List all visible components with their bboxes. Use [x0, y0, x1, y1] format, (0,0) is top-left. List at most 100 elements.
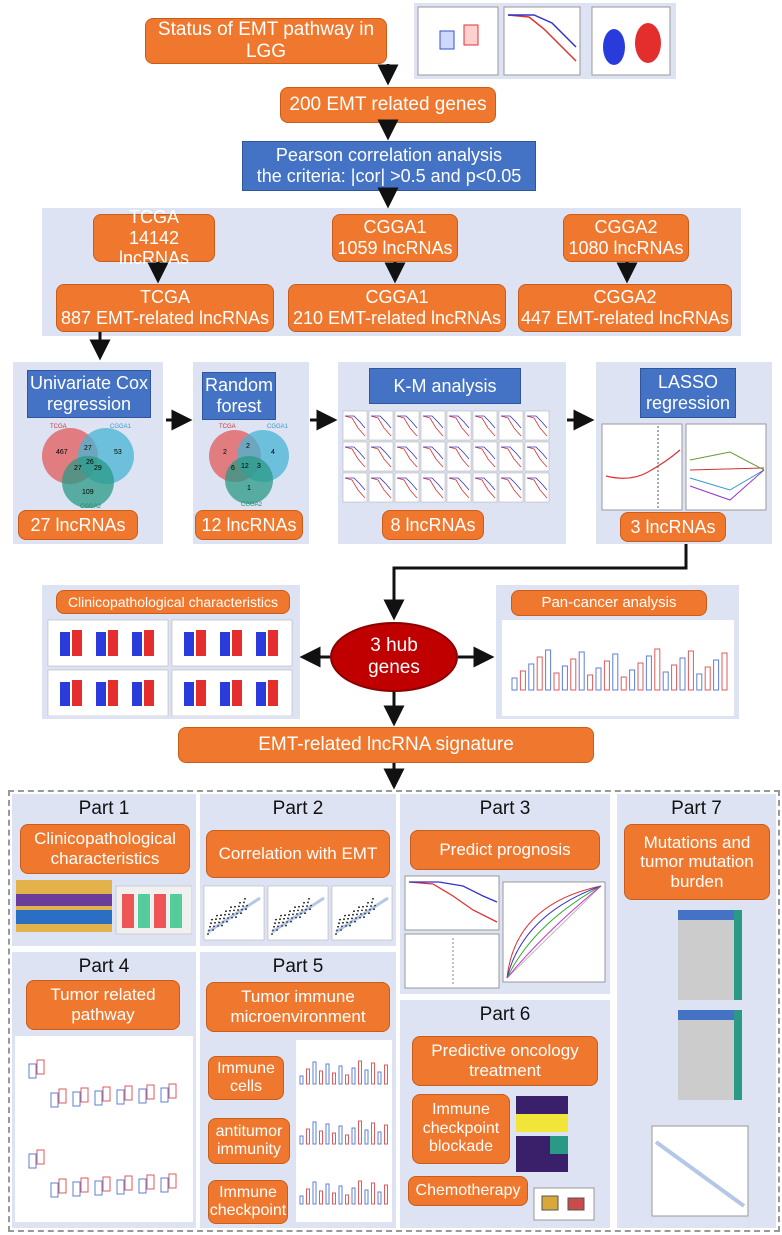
scatter-point	[307, 901, 309, 904]
part3-label: Predict prognosis	[410, 830, 600, 870]
pathway-box-low	[94, 1180, 103, 1196]
pancancer-box	[545, 649, 552, 691]
scatter-point	[216, 914, 218, 917]
scatter-point	[373, 908, 375, 911]
scatter-point	[281, 925, 283, 927]
scatter-point	[366, 905, 368, 908]
scatter-point	[367, 901, 369, 904]
clinical-dot-cloud-a	[60, 632, 70, 656]
immune-box	[371, 1122, 375, 1145]
scatter-point	[301, 909, 303, 911]
venn2-label-a: TCGA	[219, 424, 236, 430]
scatter-point	[302, 905, 304, 908]
part1-title: Part 1	[78, 798, 130, 819]
venn1-n2: 27	[84, 445, 92, 452]
pathway-box-low	[72, 1091, 81, 1107]
clinical-label: Clinicopathological characteristics	[56, 590, 290, 614]
clinical-dot-cloud-a	[60, 682, 70, 706]
km-curve-low	[475, 415, 496, 429]
scatter-point	[365, 909, 367, 911]
clinical-dot-cloud-a	[184, 632, 194, 656]
immune-box	[319, 1070, 323, 1085]
pathway-box-high	[168, 1173, 177, 1189]
scatter-point	[289, 910, 291, 913]
clinical-dot-cloud-a	[256, 682, 266, 706]
pathway-box-low	[138, 1088, 147, 1104]
scatter-point	[231, 916, 233, 919]
scatter-point	[348, 914, 350, 917]
scatter-point	[210, 922, 212, 925]
immune-box	[306, 1188, 310, 1205]
part1-label: Clinicopathological characteristics	[20, 824, 190, 874]
scatter-point	[353, 910, 355, 913]
scatter-fit-line	[271, 896, 325, 934]
scatter-point	[287, 917, 289, 920]
km-curve-high	[344, 446, 366, 468]
pancancer-box	[511, 677, 518, 691]
km-curve-low	[371, 446, 392, 460]
scatter-point	[230, 906, 232, 909]
scatter-point	[340, 929, 342, 931]
rf-title: Random forest	[202, 372, 276, 420]
pathway-box-high	[168, 1083, 177, 1099]
cgga1-total-box: CGGA1 1059 lncRNAs	[332, 214, 458, 262]
km-curve-low	[527, 446, 548, 460]
part3-title: Part 3	[479, 798, 531, 819]
km-curve-low	[345, 415, 366, 429]
km-curve-low	[397, 446, 418, 460]
lasso-title: LASSO regression	[640, 368, 736, 418]
hub-genes-ellipse: 3 hub genes	[330, 622, 458, 692]
cgga2-total-box: CGGA2 1080 lncRNAs	[563, 214, 689, 262]
status-figure	[414, 3, 676, 79]
scatter-point	[297, 909, 299, 912]
immune-box	[358, 1120, 362, 1145]
scatter-point	[304, 912, 306, 915]
km-curve-high	[448, 446, 470, 468]
scatter-point	[227, 917, 229, 919]
immune-box	[325, 1123, 330, 1145]
scatter-point	[228, 913, 230, 916]
part4-label: Tumor related pathway	[26, 980, 180, 1030]
km-curve-high	[448, 477, 470, 499]
immune-box	[377, 1131, 382, 1145]
venn2-n7: 6	[231, 465, 235, 472]
immune-box	[332, 1132, 336, 1145]
pancancer-box	[721, 652, 728, 691]
immune-box	[299, 1075, 304, 1085]
km-curve-low	[397, 477, 418, 491]
rf-result: 12 lncRNAs	[195, 510, 303, 540]
pathway-box-low	[72, 1181, 81, 1197]
immune-box	[358, 1060, 362, 1085]
scatter-point	[349, 924, 351, 927]
clinical-dot-cloud-b	[268, 680, 278, 706]
scatter-point	[211, 918, 213, 921]
scatter-point	[220, 914, 222, 917]
venn1-n3: 27	[74, 465, 82, 472]
scatter-point	[224, 913, 226, 916]
scatter-point	[215, 918, 217, 921]
scatter-point	[241, 908, 243, 911]
venn1-n5: 109	[82, 489, 94, 496]
clinical-boxplots	[47, 619, 293, 716]
immune-box	[351, 1127, 356, 1145]
km-curve-low	[449, 477, 470, 491]
scatter-point	[354, 920, 356, 923]
part4-boxplots	[15, 1036, 193, 1222]
pancancer-box	[687, 650, 694, 691]
venn1-n1: 467	[56, 449, 68, 456]
clinical-dot-cloud-b	[72, 680, 82, 706]
pathway-box-low	[28, 1063, 37, 1079]
km-curve-low	[423, 415, 444, 429]
pathway-box-high	[102, 1086, 111, 1102]
scatter-frame	[267, 885, 329, 941]
scatter-point	[275, 918, 277, 921]
scatter-point	[233, 909, 235, 912]
scatter-point	[300, 912, 302, 915]
clinical-dot-cloud-b	[196, 680, 206, 706]
scatter-point	[292, 913, 294, 916]
scatter-point	[239, 901, 241, 904]
immune-box	[312, 1121, 317, 1145]
km-curves-grid	[342, 410, 550, 503]
km-curve-high	[422, 446, 444, 468]
pancancer-box	[645, 655, 652, 691]
